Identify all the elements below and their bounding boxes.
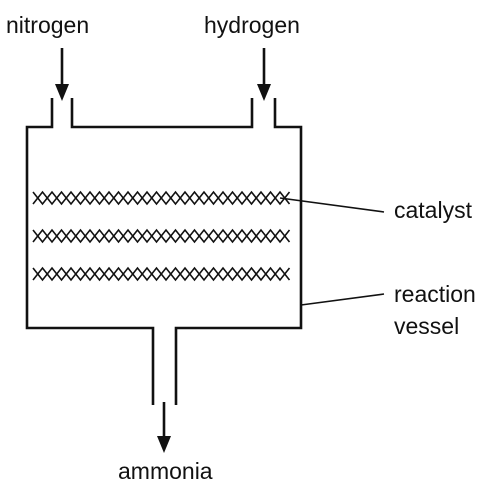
catalyst-strand bbox=[32, 228, 291, 244]
catalyst-strand bbox=[32, 190, 291, 206]
catalyst-strand bbox=[32, 266, 291, 282]
catalyst-label: catalyst bbox=[394, 197, 472, 223]
vessel-leader-line bbox=[300, 293, 385, 306]
catalyst-leader-line bbox=[279, 197, 385, 213]
ammonia-label: ammonia bbox=[118, 458, 213, 484]
hydrogen-inlet-arrow bbox=[257, 48, 271, 101]
hydrogen-label: hydrogen bbox=[204, 12, 300, 38]
reaction-vessel-outline-right bbox=[174, 98, 303, 405]
nitrogen-label: nitrogen bbox=[6, 12, 90, 38]
reaction-vessel-label-line1: reaction bbox=[394, 281, 476, 307]
catalyst-layer bbox=[32, 190, 291, 206]
ammonia-outlet-arrow bbox=[157, 402, 171, 453]
reaction-vessel-outline bbox=[25, 98, 155, 405]
catalyst-mesh bbox=[32, 190, 291, 282]
catalyst-layer bbox=[32, 266, 291, 282]
vessel-lid bbox=[70, 98, 254, 129]
catalyst-layer bbox=[32, 228, 291, 244]
reaction-vessel-label-line2: vessel bbox=[394, 313, 460, 339]
nitrogen-inlet-arrow bbox=[55, 48, 69, 101]
